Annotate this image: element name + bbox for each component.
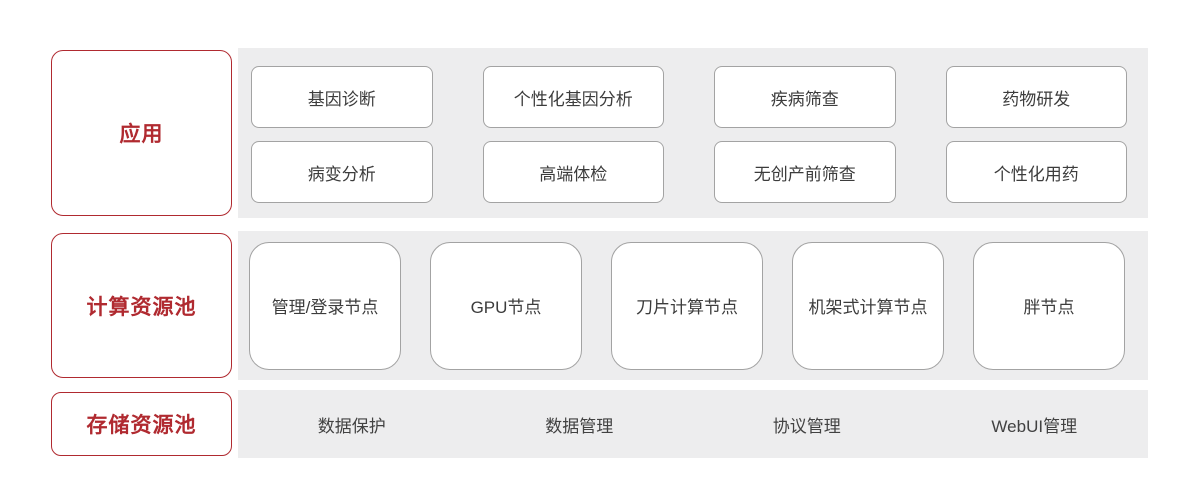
node-box-management-login: 管理/登录节点: [249, 241, 401, 370]
app-box-label: 个性化基因分析: [513, 89, 633, 109]
layer-label-compute-pool: 计算资源池: [51, 233, 232, 378]
layer-label-storage-pool: 存储资源池: [51, 392, 232, 456]
layer-label-storage-pool-text: 存储资源池: [86, 414, 197, 437]
app-box-label: 个性化用药: [993, 164, 1079, 184]
app-box-label: 高端体检: [539, 164, 608, 184]
app-box-label: 疾病筛查: [770, 89, 839, 109]
layer-storage-pool: 存储资源池 数据保护 数据管理 协议管理 WebUI管理: [51, 390, 1148, 458]
app-box-personalized-gene-analysis: 个性化基因分析: [482, 66, 664, 128]
app-box-noninvasive-prenatal-screening: 无创产前筛查: [714, 141, 896, 203]
app-box-disease-screening: 疾病筛查: [714, 66, 896, 128]
app-box-premium-checkup: 高端体检: [482, 141, 664, 203]
app-box-drug-development: 药物研发: [945, 66, 1127, 128]
storage-feature-data-protection: 数据保护: [317, 416, 386, 436]
app-box-label: 无创产前筛查: [753, 164, 856, 184]
layer-compute-pool: 计算资源池 管理/登录节点 GPU节点 刀片计算节点 机架式计算节点 胖节点: [51, 231, 1148, 380]
node-box-label: 刀片计算节点: [636, 298, 738, 317]
storage-feature-protocol-management: 协议管理: [772, 416, 841, 436]
node-box-label: GPU节点: [470, 298, 542, 317]
app-box-personalized-medication: 个性化用药: [945, 141, 1127, 203]
compute-pool-panel: 管理/登录节点 GPU节点 刀片计算节点 机架式计算节点 胖节点: [238, 231, 1148, 380]
node-box-fat-node: 胖节点: [973, 241, 1125, 370]
app-box-label: 病变分析: [307, 164, 376, 184]
layer-label-compute-pool-text: 计算资源池: [86, 295, 197, 319]
node-box-label: 胖节点: [1023, 298, 1075, 317]
node-box-label: 管理/登录节点: [271, 298, 379, 317]
node-box-blade-compute: 刀片计算节点: [611, 241, 763, 370]
layer-label-applications-text: 应用: [119, 123, 164, 146]
applications-panel: 基因诊断 个性化基因分析 疾病筛查 药物研发 病变分析 高端体检 无创产前筛查 …: [238, 48, 1148, 218]
storage-pool-panel: 数据保护 数据管理 协议管理 WebUI管理: [238, 390, 1148, 458]
layer-applications: 应用 基因诊断 个性化基因分析 疾病筛查 药物研发 病变分析 高端体检 无创产前…: [51, 48, 1148, 218]
app-box-label: 基因诊断: [307, 89, 376, 109]
storage-feature-data-management: 数据管理: [545, 416, 614, 436]
node-box-gpu: GPU节点: [430, 241, 582, 370]
node-box-rack-compute: 机架式计算节点: [792, 241, 944, 370]
app-box-label: 药物研发: [1002, 89, 1071, 109]
app-box-lesion-analysis: 病变分析: [251, 141, 433, 203]
node-box-label: 机架式计算节点: [808, 298, 928, 317]
storage-feature-webui-management: WebUI管理: [991, 416, 1078, 436]
layer-label-applications: 应用: [51, 50, 232, 216]
app-box-gene-diagnosis: 基因诊断: [251, 66, 433, 128]
